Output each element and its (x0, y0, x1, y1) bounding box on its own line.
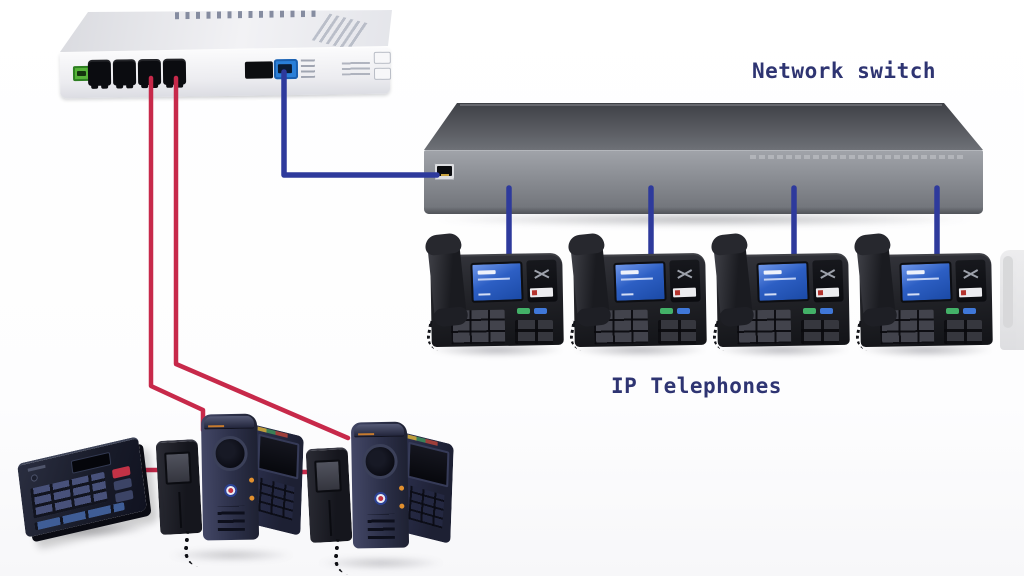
access-keypad (14, 436, 159, 545)
intercom-main-unit (350, 421, 410, 549)
phone-screen (613, 261, 667, 303)
switch-top-face (424, 103, 983, 150)
intercom-top-cap (353, 423, 405, 438)
speaker-icon (212, 435, 248, 472)
keypad-side-key (114, 489, 134, 503)
phone-screen-brand (620, 270, 639, 275)
switch-front-face (424, 150, 983, 214)
phone-paper-label (529, 287, 554, 298)
keypad-red-key (111, 465, 131, 479)
phone-function-button (820, 308, 833, 314)
switch-print-label (750, 155, 965, 159)
intercom-handset-seam (178, 491, 183, 528)
intercom-door-screen (257, 433, 300, 480)
intercom-led (399, 503, 405, 509)
switch-port-panel (434, 163, 973, 203)
phone-paper-label (672, 287, 697, 298)
intercom-badge-icon (374, 491, 388, 506)
phone-screen-status (907, 293, 920, 296)
intercom-handset-seam (328, 499, 333, 536)
ip-phone-2 (567, 234, 710, 358)
keypad-speaker-icon (30, 473, 39, 483)
ip-phone-1 (424, 234, 567, 358)
phone-screen (756, 261, 810, 303)
router-top-face (60, 10, 392, 52)
intercom-handset (155, 438, 203, 536)
brand-x-icon (677, 268, 693, 281)
phone-call-button (803, 308, 816, 314)
brand-x-icon (963, 268, 979, 281)
intercom-badge-icon (224, 483, 238, 498)
intercom-door-keys (258, 477, 295, 521)
phone-screen-status (478, 293, 491, 296)
switch-port (435, 164, 454, 180)
phone-function-button (534, 308, 547, 314)
phone-screen-text (906, 277, 939, 281)
ip-phone-4 (853, 234, 996, 358)
partial-phone-edge (1000, 250, 1024, 350)
phone-screen-status (764, 293, 777, 296)
phone-paper-label (958, 287, 983, 298)
intercom-cable-2 (173, 75, 351, 441)
keypad-display (70, 451, 112, 474)
phone-screen-brand (763, 270, 782, 275)
intercom-mic-slots (367, 513, 395, 540)
phone-screen-brand (477, 270, 496, 275)
phone-screen-brand (906, 270, 925, 275)
uplink-cable (281, 69, 440, 178)
network-switch-label: Network switch (752, 59, 937, 83)
phone-call-button (660, 308, 673, 314)
phone-screen (899, 261, 953, 303)
intercom-led (249, 495, 255, 501)
phone-screen-status (621, 293, 634, 296)
intercom-main-unit (200, 413, 260, 541)
intercom-handset (305, 446, 353, 544)
phone-softkeys (515, 320, 553, 344)
intercom-mic-slots (217, 505, 245, 532)
switch-shadow (430, 212, 978, 227)
brand-x-icon (820, 268, 836, 281)
intercom-shadow (316, 556, 446, 570)
intercom-top-cap (203, 415, 255, 430)
phone-softkeys (658, 320, 696, 344)
intercom-handset-screen (314, 459, 342, 493)
intercom-2 (305, 420, 456, 575)
phone-function-button (677, 308, 690, 314)
keypad-brand-mark (27, 464, 46, 472)
phone-call-button (517, 308, 530, 314)
network-switch-device (424, 103, 983, 215)
phone-call-button (946, 308, 959, 314)
ip-telephones-label: IP Telephones (611, 374, 782, 398)
phone-screen-text (763, 277, 796, 281)
phone-function-button (963, 308, 976, 314)
brand-x-icon (534, 268, 550, 281)
phone-softkeys (944, 320, 982, 344)
voip-router (58, 8, 392, 99)
intercom-led (399, 485, 405, 491)
phone-screen-text (620, 277, 653, 281)
phone-softkeys (801, 320, 839, 344)
intercom-door-screen (407, 441, 450, 488)
intercom-door-keys (408, 485, 445, 529)
intercom-shadow (166, 548, 296, 562)
keypad-side-key (113, 477, 133, 491)
switch-port-group (434, 163, 454, 180)
intercom-1 (155, 412, 306, 567)
phone-screen (470, 261, 524, 303)
intercom-led (249, 477, 255, 483)
intercom-handset-screen (164, 451, 192, 485)
phone-paper-label (815, 287, 840, 298)
phone-screen-text (477, 277, 510, 281)
ip-phone-3 (710, 234, 853, 358)
speaker-icon (362, 443, 398, 480)
